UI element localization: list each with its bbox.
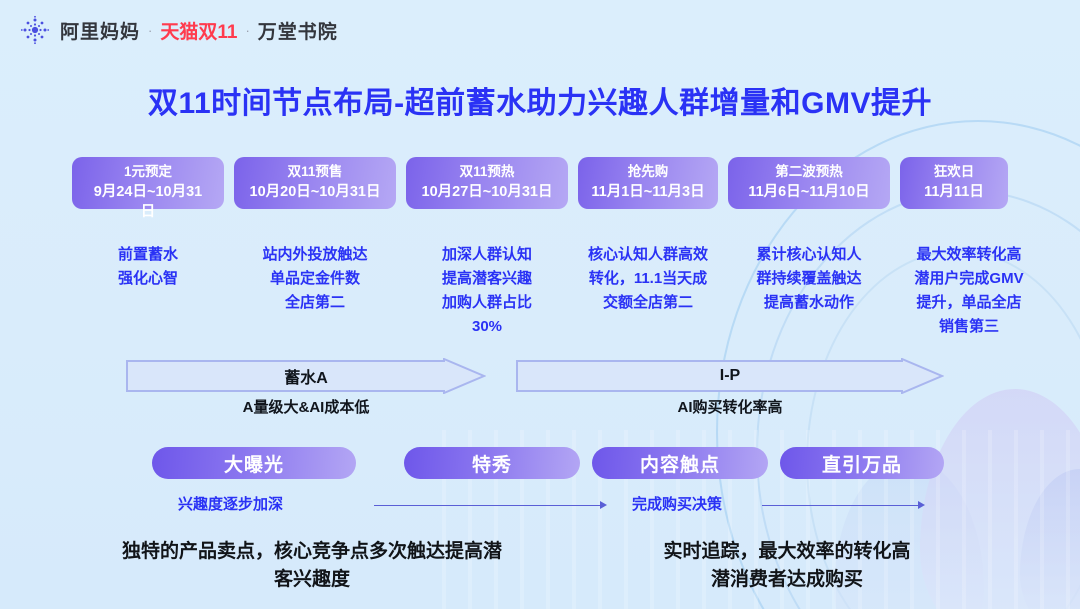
page-title: 双11时间节点布局-超前蓄水助力兴趣人群增量和GMV提升 xyxy=(147,87,933,120)
flow-label-left: 兴趣度逐步加深 xyxy=(178,496,284,513)
product-pill[interactable]: 直引万品 xyxy=(780,447,944,479)
timeline-pill[interactable]: 双11预热 10月27日~10月31日 xyxy=(406,157,568,209)
phase-caption: AI购买转化率高 xyxy=(677,399,783,416)
product-pill[interactable]: 特秀 xyxy=(404,447,580,479)
page-header: 阿里妈妈 · 天猫双11 · 万堂书院 xyxy=(0,0,1080,60)
flow-arrow-head-icon xyxy=(918,501,925,509)
timeline-pill-name: 1元预定 xyxy=(123,164,172,179)
flow-arrow-head-icon xyxy=(600,501,607,509)
flow-arrow-line xyxy=(762,505,920,506)
conclusion-right: 实时追踪，最大效率的转化高潜消费者达成购买 xyxy=(663,541,911,590)
conclusion-left: 独特的产品卖点，核心竞争点多次触达提高潜客兴趣度 xyxy=(121,541,502,590)
phase-label: I-P xyxy=(719,367,741,384)
campaign-name: 天猫双11 xyxy=(160,21,238,43)
brand-name: 阿里妈妈 xyxy=(60,21,141,43)
timeline-pill-range: 11月11日 xyxy=(924,184,984,200)
column-description: 核心认知人群高效转化，11.1当天成交额全店第二 xyxy=(587,246,708,311)
timeline-pill-overflow: 日 xyxy=(140,204,156,220)
conclusion-row: 独特的产品卖点，核心竞争点多次触达提高潜客兴趣度 实时追踪，最大效率的转化高潜消… xyxy=(0,538,1080,608)
timeline-pill-name: 双11预售 xyxy=(287,164,343,179)
column-description: 站内外投放触达单品定金件数全店第二 xyxy=(262,246,368,311)
flow-label-right: 完成购买决策 xyxy=(632,496,723,513)
timeline-pill[interactable]: 狂欢日 11月11日 xyxy=(900,157,1008,209)
flow-caption-row: 兴趣度逐步加深 完成购买决策 xyxy=(0,494,1080,518)
timeline-pill-range: 11月1日~11月3日 xyxy=(591,184,705,200)
timeline-pill-range: 10月27日~10月31日 xyxy=(421,184,553,200)
brand-separator: · xyxy=(148,22,153,38)
phase-arrow-band: 蓄水A I-P A量级大&AI成本低 AI购买转化率高 xyxy=(0,358,1080,420)
phase-arrow: I-P xyxy=(516,358,944,394)
timeline-pill-range: 10月20日~10月31日 xyxy=(249,184,381,200)
column-description: 累计核心认知人群持续覆盖触达提高蓄水动作 xyxy=(756,246,862,311)
alimama-burst-icon xyxy=(20,15,50,45)
timeline-pill-range: 9月24日~10月31 xyxy=(93,184,203,200)
timeline-pill-name: 狂欢日 xyxy=(933,164,975,179)
timeline-pill[interactable]: 抢先购 11月1日~11月3日 xyxy=(578,157,718,209)
timeline-pill[interactable]: 1元预定 9月24日~10月31 日 xyxy=(72,157,224,220)
phase-arrow: 蓄水A xyxy=(126,358,486,394)
timeline-pill-name: 第二波预热 xyxy=(775,164,843,179)
sub-brand-name: 万堂书院 xyxy=(257,21,338,43)
timeline-pill-row: 1元预定 9月24日~10月31 日 双11预售 10月20日~10月31日 双… xyxy=(72,157,1008,220)
product-pill-row: 大曝光 特秀 内容触点 直引万品 xyxy=(0,447,1080,479)
flow-arrow-line xyxy=(374,505,602,506)
timeline-pill-range: 11月6日~11月10日 xyxy=(748,184,870,200)
timeline-pill-name: 抢先购 xyxy=(627,164,669,179)
phase-label: 蓄水A xyxy=(284,370,328,387)
brand-lockup: 阿里妈妈 · 天猫双11 · 万堂书院 xyxy=(60,17,338,44)
column-description: 前置蓄水强化心智 xyxy=(117,246,178,287)
product-pill[interactable]: 大曝光 xyxy=(152,447,356,479)
timeline-pill[interactable]: 双11预售 10月20日~10月31日 xyxy=(234,157,396,209)
phase-caption: A量级大&AI成本低 xyxy=(242,399,370,416)
product-pill[interactable]: 内容触点 xyxy=(592,447,768,479)
timeline-pill-name: 双11预热 xyxy=(459,164,515,179)
timeline-pill[interactable]: 第二波预热 11月6日~11月10日 xyxy=(728,157,890,209)
brand-separator: · xyxy=(245,22,250,38)
